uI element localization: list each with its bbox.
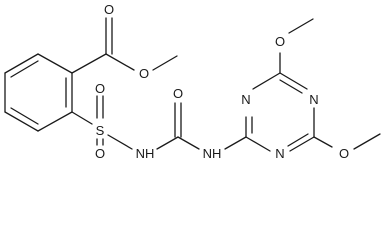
methyl-bond [152, 55, 178, 71]
bond [107, 134, 133, 150]
urea-bridge: NH O NH [136, 86, 247, 161]
methoxy-bottom: O [313, 133, 381, 161]
methyl-bond [288, 18, 314, 34]
sulfonyl-group: S O O [71, 81, 133, 161]
methyl-bond [353, 133, 381, 150]
bond [4, 53, 39, 74]
nh-left: NH [136, 146, 155, 161]
sulfur-atom: S [96, 123, 105, 138]
methoxy-oxygen-top: O [275, 34, 285, 49]
bond [71, 111, 93, 125]
sulfonyl-oxygen-bottom: O [95, 146, 105, 161]
methoxy-top: O [275, 18, 314, 74]
methyl-ester-group: O O [71, 2, 178, 81]
chemical-structure-figure: O O S O O NH O NH N N N [4, 2, 381, 161]
bond [105, 53, 135, 71]
benzene-ring [4, 53, 73, 132]
urea-oxygen: O [173, 86, 183, 101]
bond [289, 136, 315, 152]
ring-double-bond [279, 79, 303, 94]
methoxy-oxygen-bottom: O [339, 146, 349, 161]
bond [71, 53, 107, 74]
bond [279, 72, 308, 90]
bond [37, 111, 73, 132]
ring-double-bond [287, 133, 309, 147]
bond [313, 136, 333, 148]
sulfonyl-oxygen-top: O [95, 81, 105, 96]
ester-oxygen: O [139, 66, 149, 81]
bond [252, 72, 281, 90]
triazine-nitrogen-left: N [241, 92, 250, 107]
bond [177, 136, 200, 150]
triazine-nitrogen-bottom: N [275, 146, 284, 161]
bond [156, 136, 179, 150]
ester-carbonyl-oxygen: O [104, 2, 114, 17]
nh-right: NH [203, 146, 222, 161]
bond [224, 136, 247, 150]
aromatic-double-bond [10, 107, 39, 125]
bond [4, 111, 39, 132]
bond [245, 136, 271, 152]
molecule-drawing: O O S O O NH O NH N N N [4, 2, 381, 161]
aromatic-double-bond [10, 60, 39, 78]
triazine-ring: N N N [241, 72, 319, 161]
bond [37, 53, 73, 74]
triazine-nitrogen-right: N [309, 92, 318, 107]
